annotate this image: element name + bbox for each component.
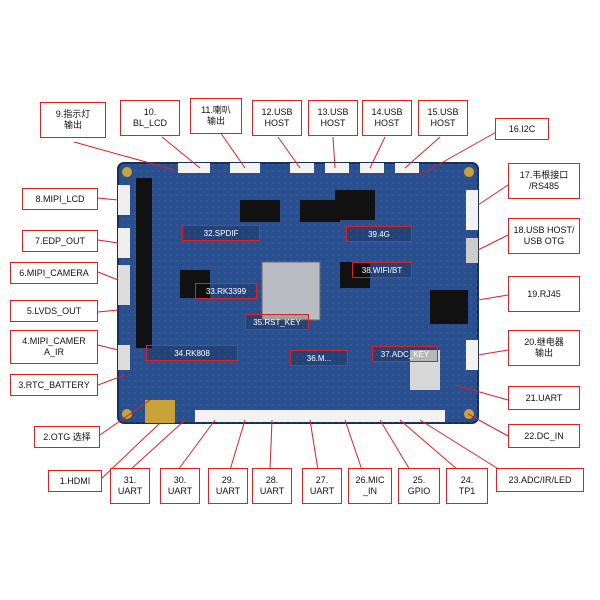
label-mipi-lcd: 8.MIPI_LCD <box>22 188 98 210</box>
usb-otg-connector <box>466 238 478 263</box>
label-dc-in: 22.DC_IN <box>508 424 580 448</box>
board-label-rst-key: 35.RST_KEY <box>245 314 309 330</box>
label-hdmi: 1.HDMI <box>48 470 102 492</box>
label-tp1: 24. TP1 <box>446 468 488 504</box>
label-indicator-output: 9.指示灯 输出 <box>40 102 106 138</box>
mipi-camera-ir-connector <box>118 345 130 370</box>
label-wiegand-rs485: 17.韦根接口 /RS485 <box>508 163 580 199</box>
board-label-4g: 39.4G <box>346 226 412 242</box>
edp-connector <box>118 228 130 258</box>
label-uart-28: 28. UART <box>252 468 292 504</box>
top-connector <box>395 163 419 173</box>
label-uart-30: 30. UART <box>160 468 200 504</box>
top-connector <box>325 163 349 173</box>
relay-connector <box>466 340 478 370</box>
mount-hole-icon <box>122 409 132 419</box>
label-rj45: 19.RJ45 <box>508 276 580 312</box>
label-usb-host-14: 14.USB HOST <box>362 100 412 136</box>
label-relay-output: 20.继电器 输出 <box>508 330 580 366</box>
top-connector <box>178 163 210 173</box>
label-mipi-camera-ir: 4.MIPI_CAMER A_IR <box>10 330 98 364</box>
label-otg-select: 2.OTG 选择 <box>34 426 100 448</box>
mount-hole-icon <box>464 167 474 177</box>
rs485-connector <box>466 190 478 230</box>
wifi-chip <box>340 262 370 288</box>
label-mic-in: 26.MIC _IN <box>348 468 392 504</box>
label-usb-host-13: 13.USB HOST <box>308 100 358 136</box>
label-rtc-battery: 3.RTC_BATTERY <box>10 374 98 396</box>
pin-header <box>136 178 152 348</box>
top-connector <box>360 163 384 173</box>
label-adc-ir-led: 23.ADC/IR/LED <box>496 468 584 492</box>
label-uart-27: 27. UART <box>302 468 342 504</box>
board-label-spdif: 32.SPDIF <box>182 225 260 241</box>
board-label-wifi-bt: 38.WIFI/BT <box>352 262 412 278</box>
rk3399-chip <box>261 261 321 321</box>
label-uart-29: 29. UART <box>208 468 248 504</box>
emmc-chip <box>335 190 375 220</box>
label-speaker-output: 11.喇叭 输出 <box>190 98 242 134</box>
label-uart-31: 31. UART <box>110 468 150 504</box>
mipi-camera-connector <box>118 265 130 305</box>
label-bl-lcd: 10. BL_LCD <box>120 100 180 136</box>
ram-chip <box>240 200 280 222</box>
label-i2c: 16.I2C <box>495 118 549 140</box>
label-usb-host-12: 12.USB HOST <box>252 100 302 136</box>
ram-chip <box>300 200 340 222</box>
mount-hole-icon <box>122 167 132 177</box>
label-edp-out: 7.EDP_OUT <box>22 230 98 252</box>
rj45-chip <box>430 290 468 324</box>
hdmi-connector <box>145 400 175 423</box>
relay-block <box>410 350 440 390</box>
label-uart-21: 21.UART <box>508 386 580 410</box>
label-gpio: 25. GPIO <box>398 468 440 504</box>
label-usb-host-15: 15.USB HOST <box>418 100 468 136</box>
label-usb-host-otg: 18.USB HOST/ USB OTG <box>508 218 580 254</box>
top-connector <box>290 163 314 173</box>
bottom-connector-row <box>195 410 445 422</box>
label-lvds-out: 5.LVDS_OUT <box>10 300 98 322</box>
board-label-m: 36.M... <box>290 350 348 366</box>
label-mipi-camera: 6.MIPI_CAMERA <box>10 262 98 284</box>
board-label-adc-key: 37.ADC_KEY <box>372 346 438 362</box>
board-label-rk808: 34.RK808 <box>146 345 238 361</box>
mipi-lcd-connector <box>118 185 130 215</box>
board-label-rk3399: 33.RK3399 <box>195 283 257 299</box>
